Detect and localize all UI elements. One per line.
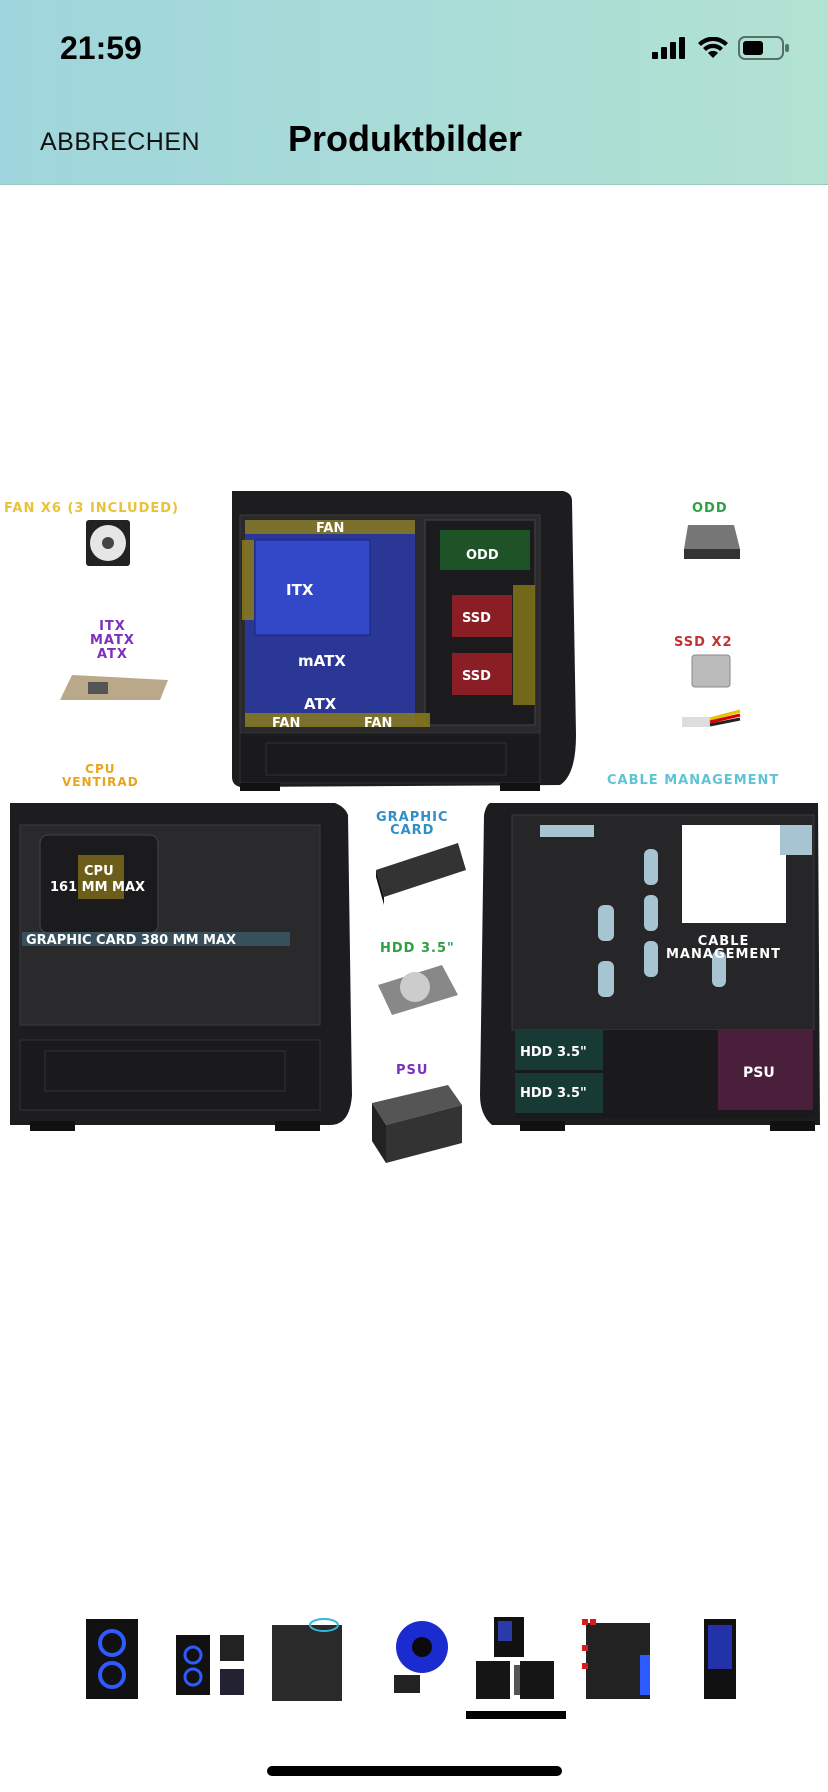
hdd-icon [378, 965, 458, 1015]
selected-thumbnail-indicator [466, 1711, 566, 1719]
thumbnail-3[interactable] [270, 1615, 350, 1703]
left-cpu-label: CPU [84, 864, 114, 879]
product-image[interactable]: FAN ITX mATX ATX ODD SSD SSD FAN FAN [0, 485, 828, 1295]
ssd-label: SSD X2 [674, 635, 733, 650]
front-ssd2-label: SSD [462, 669, 491, 684]
battery-icon [738, 36, 789, 60]
cellular-signal-icon [652, 37, 685, 59]
thumbnail-5[interactable] [474, 1615, 558, 1703]
cpu-cooler-label: CPU VENTIRAD [62, 762, 139, 789]
front-atx-label: ATX [304, 695, 337, 713]
odd-label: ODD [692, 501, 728, 516]
thumbnail-strip [0, 1615, 828, 1715]
thumbnail-4[interactable] [378, 1615, 458, 1703]
home-indicator[interactable] [267, 1766, 562, 1776]
thumbnail-7[interactable] [690, 1615, 750, 1703]
graphic-card-label: GRAPHIC CARD [376, 810, 449, 838]
cable-management-label: CABLE MANAGEMENT [607, 773, 780, 788]
fan-label: FAN X6 (3 INCLUDED) [4, 501, 179, 516]
right-psu-label: PSU [743, 1065, 775, 1081]
product-image-canvas: FAN ITX mATX ATX ODD SSD SSD FAN FAN [10, 491, 820, 1163]
front-ssd1-label: SSD [462, 611, 491, 626]
front-fan-bottom2-label: FAN [364, 716, 392, 731]
motherboard-product-icon [60, 675, 168, 700]
right-hdd2-label: HDD 3.5" [520, 1086, 587, 1101]
left-gpu-max-label: GRAPHIC CARD 380 MM MAX [26, 933, 236, 948]
case-front-view: FAN ITX mATX ATX ODD SSD SSD FAN FAN [232, 491, 576, 791]
thumbnail-2[interactable] [170, 1615, 250, 1703]
odd-drive-icon [684, 525, 740, 559]
front-odd-label: ODD [466, 548, 499, 563]
front-itx-label: ITX [286, 581, 314, 599]
wifi-icon [698, 37, 728, 58]
front-fan-top-label: FAN [316, 521, 344, 536]
psu-icon [372, 1085, 462, 1163]
hdd-label: HDD 3.5" [380, 941, 455, 956]
front-matx-label: mATX [298, 652, 346, 670]
left-cpu-max-label: 161 MM MAX [50, 880, 145, 895]
front-fan-bottom1-label: FAN [272, 716, 300, 731]
thumbnail-6[interactable] [580, 1615, 656, 1703]
status-time: 21:59 [60, 30, 142, 66]
cancel-button[interactable]: ABBRECHEN [40, 128, 201, 156]
right-cable-management-label: CABLE MANAGEMENT [666, 934, 782, 962]
case-right-view: HDD 3.5" HDD 3.5" PSU [480, 803, 820, 1131]
navigation-header: 21:59 ABBRECHEN Produktbilder [0, 0, 828, 185]
fan-product-icon [86, 520, 130, 566]
right-hdd1-label: HDD 3.5" [520, 1045, 587, 1060]
ssd-icon [691, 654, 731, 688]
page-title: Produktbilder [288, 118, 523, 159]
psu-label: PSU [396, 1063, 429, 1078]
sata-cable-icon [682, 709, 741, 727]
thumbnail-1[interactable] [80, 1615, 144, 1703]
status-icons [652, 36, 790, 60]
boards-label: ITX mATX ATX [90, 619, 135, 662]
graphic-card-icon [376, 843, 466, 905]
case-left-view: CPU 161 MM MAX GRAPHIC CARD 380 MM MAX [10, 803, 352, 1131]
